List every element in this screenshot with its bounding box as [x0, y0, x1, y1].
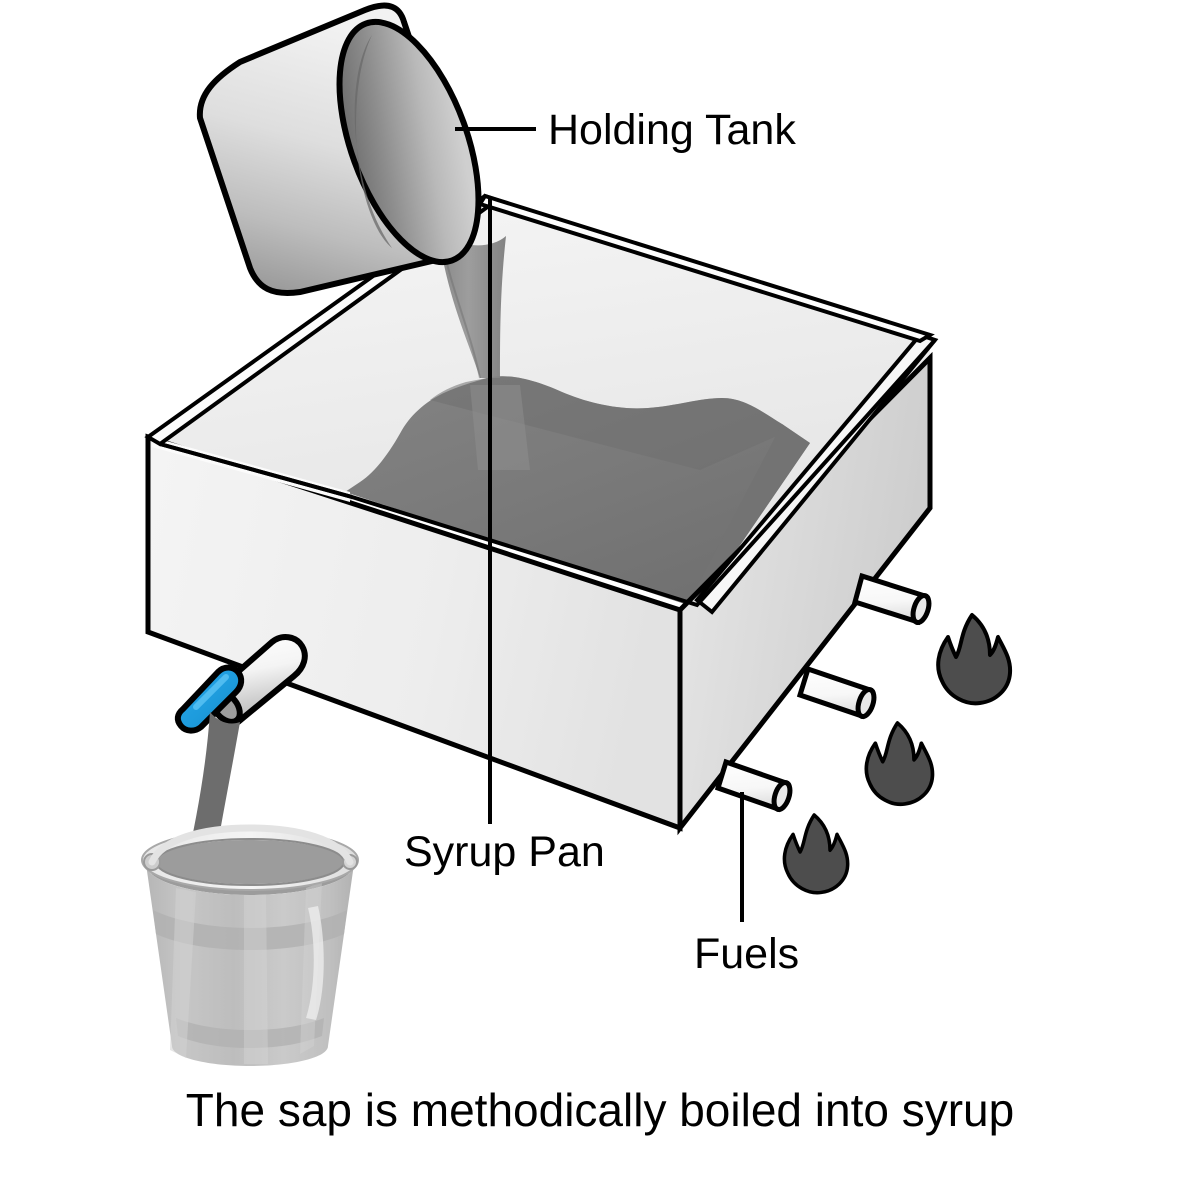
- bucket-band-upper: [153, 910, 347, 950]
- pan-left-outer-wall: [148, 437, 680, 828]
- spigot-tube-outline: [213, 634, 308, 725]
- bucket-highlight-mid: [244, 895, 268, 1064]
- fuel-rods-group[interactable]: [714, 572, 932, 813]
- spigot-handle[interactable]: [174, 664, 245, 734]
- pan-backright-rim-top: [480, 196, 930, 341]
- flame-icon: [782, 813, 850, 895]
- labels-group: Holding Tank Syrup Pan Fuels The sap is …: [186, 106, 1014, 1136]
- flames-group[interactable]: [782, 613, 1013, 895]
- flame-icon: [936, 613, 1013, 706]
- spigot-handle-highlight: [193, 674, 229, 710]
- bucket-highlight-left: [170, 888, 196, 1058]
- syrup-right-bank: [690, 424, 810, 608]
- fuel-rod-2[interactable]: [796, 665, 877, 720]
- fuel-rod-2-cap: [855, 687, 877, 719]
- fuel-rod-3[interactable]: [714, 758, 793, 813]
- pan-right-outer-wall: [680, 358, 930, 828]
- pan-inner-left-edge: [159, 442, 353, 499]
- spigot-outflow-stream: [186, 712, 240, 866]
- fuel-rod-1-cap: [910, 593, 932, 625]
- holding-tank-mouth: [336, 18, 482, 266]
- bucket-band-lower: [176, 1018, 324, 1048]
- pan-backright-rim-outline: [476, 193, 935, 344]
- flame-icon: [864, 721, 935, 807]
- fuel-rod-1[interactable]: [851, 572, 932, 626]
- holding-tank-group[interactable]: [196, 2, 507, 296]
- flame-icon-2[interactable]: [864, 721, 935, 807]
- syrup-sheen: [470, 385, 530, 470]
- fuel-rod-1-body: [855, 576, 925, 622]
- bucket-gloss-streak: [306, 906, 324, 1020]
- label-syrup-pan: Syrup Pan: [404, 828, 605, 876]
- diagram-caption: The sap is methodically boiled into syru…: [186, 1084, 1014, 1136]
- syrup-pan-group[interactable]: [144, 193, 939, 836]
- flame-icon-3[interactable]: [782, 813, 850, 895]
- flame-icon-1[interactable]: [936, 613, 1013, 706]
- bucket-group[interactable]: [141, 824, 359, 1066]
- fuel-rod-2-body: [800, 669, 870, 716]
- spigot-group[interactable]: [174, 634, 308, 734]
- label-holding-tank: Holding Tank: [548, 106, 796, 154]
- bucket-body: [146, 864, 354, 1066]
- fuel-rod-3-cap: [771, 780, 793, 812]
- leader-lines-group: [455, 127, 744, 922]
- bucket-interior: [146, 833, 354, 895]
- bucket-handle[interactable]: [148, 824, 354, 866]
- fuel-rod-3-body: [718, 762, 786, 809]
- label-fuels: Fuels: [694, 930, 799, 978]
